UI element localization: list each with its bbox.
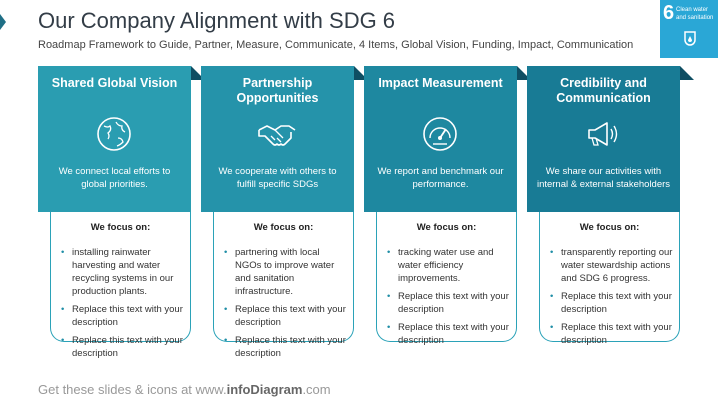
- handshake-icon: [258, 125, 296, 146]
- bullet-item: tracking water use and water efficiency …: [387, 246, 511, 285]
- footer-suffix: .com: [302, 382, 331, 397]
- megaphone-icon: [588, 122, 618, 146]
- footer-prefix: Get these slides & icons at www.: [38, 382, 227, 397]
- bullet-item: Replace this text with your description: [387, 321, 511, 347]
- bullet-list: transparently reporting our water stewar…: [550, 246, 674, 352]
- card-title: Credibility and Communication: [556, 76, 651, 105]
- card-focus-box: We focus on: transparently reporting our…: [539, 212, 680, 346]
- bullet-item: Replace this text with your description: [387, 290, 511, 316]
- water-tap-icon: [684, 31, 696, 46]
- bullet-list: tracking water use and water efficiency …: [387, 246, 511, 352]
- focus-heading: We focus on:: [579, 222, 640, 233]
- bullet-item: Replace this text with your description: [550, 290, 674, 316]
- gauge-icon: [423, 117, 457, 151]
- card-header-panel: Credibility and Communication We share o…: [527, 66, 680, 212]
- bullet-item: Replace this text with your description: [224, 303, 348, 329]
- bullet-list: installing rainwater harvesting and wate…: [61, 246, 185, 365]
- card-description: We cooperate with others to fulfill spec…: [218, 166, 337, 190]
- bullet-list: partnering with local NGOs to improve wa…: [224, 246, 348, 365]
- card-title: Impact Measurement: [378, 76, 503, 90]
- bullet-item: Replace this text with your description: [61, 303, 185, 329]
- footer-brand: infoDiagram: [226, 382, 303, 397]
- bullet-item: Replace this text with your description: [550, 321, 674, 347]
- card-fold: [680, 66, 694, 80]
- card-header-panel: Partnership Opportunities We cooperate w…: [201, 66, 354, 212]
- page-title: Our Company Alignment with SDG 6: [38, 8, 396, 33]
- footer-credit: Get these slides & icons at www.infoDiag…: [38, 382, 331, 397]
- slide-marker: [0, 14, 6, 30]
- globe-icon: [97, 117, 131, 151]
- card-focus-box: We focus on: tracking water use and wate…: [376, 212, 517, 346]
- card-focus-box: We focus on: partnering with local NGOs …: [213, 212, 354, 359]
- focus-heading: We focus on:: [416, 222, 477, 233]
- bullet-item: installing rainwater harvesting and wate…: [61, 246, 185, 298]
- card-header-panel: Shared Global Vision We connect local ef…: [38, 66, 191, 212]
- card-header-panel: Impact Measurement We report and benchma…: [364, 66, 517, 212]
- focus-heading: We focus on:: [90, 222, 151, 233]
- bullet-item: partnering with local NGOs to improve wa…: [224, 246, 348, 298]
- card-description: We connect local efforts to global prior…: [58, 166, 171, 190]
- sdg-label: Clean water and sanitation: [676, 7, 714, 21]
- card-title: Partnership Opportunities: [236, 76, 319, 105]
- focus-heading: We focus on:: [253, 222, 314, 233]
- bullet-item: transparently reporting our water stewar…: [550, 246, 674, 285]
- sdg-badge: 6 Clean water and sanitation: [660, 0, 718, 58]
- page-subtitle: Roadmap Framework to Guide, Partner, Mea…: [38, 39, 634, 51]
- sdg-number: 6: [663, 2, 675, 24]
- card-title: Shared Global Vision: [51, 76, 178, 90]
- bullet-item: Replace this text with your description: [224, 334, 348, 360]
- card-description: We report and benchmark our performance.: [377, 166, 504, 190]
- card-focus-box: We focus on: installing rainwater harves…: [50, 212, 191, 359]
- card-description: We share our activities with internal & …: [536, 166, 671, 190]
- bullet-item: Replace this text with your description: [61, 334, 185, 360]
